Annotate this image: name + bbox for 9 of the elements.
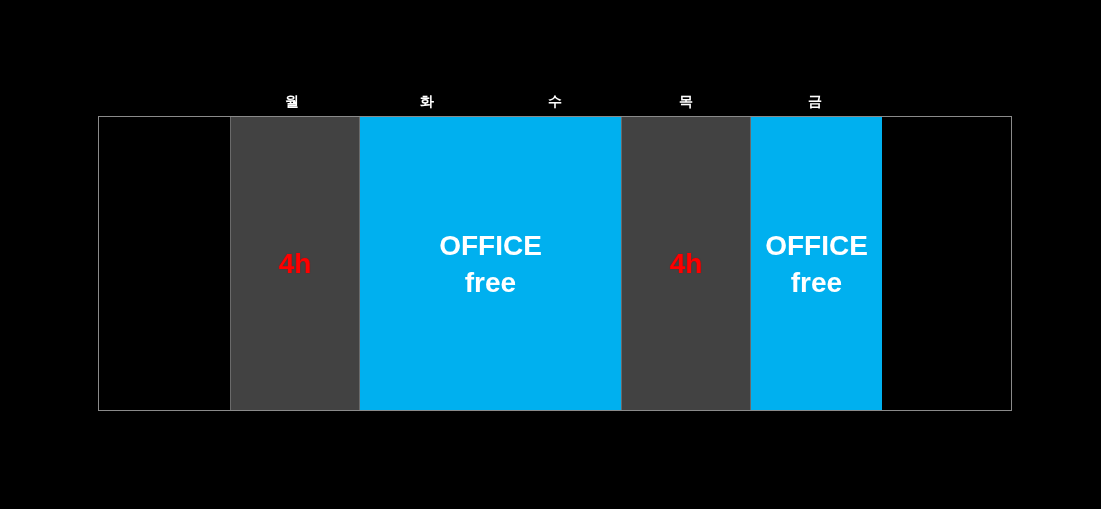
status-label: OFFICE free xyxy=(765,228,868,300)
status-label: OFFICE free xyxy=(439,228,542,300)
schedule-band xyxy=(751,117,882,410)
schedule-band xyxy=(230,117,360,410)
schedule-band xyxy=(621,117,751,410)
schedule-band xyxy=(360,117,621,410)
hours-label: 4h xyxy=(669,247,703,280)
hours-label: 4h xyxy=(278,247,312,280)
schedule-frame xyxy=(98,116,1012,411)
